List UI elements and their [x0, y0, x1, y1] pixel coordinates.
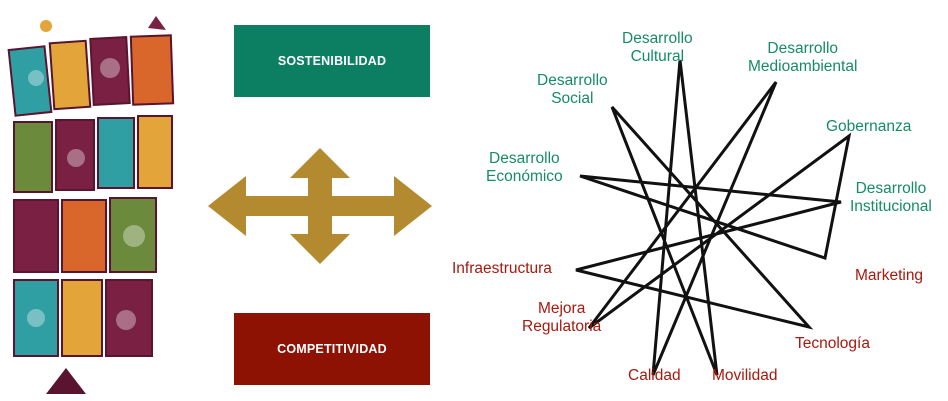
- label-desarrollo-institucional: Desarrollo Institucional: [850, 180, 932, 215]
- label-desarrollo-cultural: Desarrollo Cultural: [622, 30, 693, 65]
- label-marketing: Marketing: [855, 267, 924, 284]
- sostenibilidad-label: SOSTENIBILIDAD: [277, 54, 387, 68]
- competitividad-box: COMPETITIVIDAD: [234, 313, 430, 385]
- label-desarrollo-medioambiental: Desarrollo Medioambiental: [748, 40, 858, 75]
- competitividad-label: COMPETITIVIDAD: [277, 342, 387, 356]
- star-outline: [575, 59, 852, 376]
- label-desarrollo-social: Desarrollo Social: [537, 72, 608, 107]
- label-calidad: Calidad: [628, 367, 681, 384]
- label-tecnologia: Tecnología: [795, 335, 870, 352]
- baja-california-logo: [6, 8, 196, 400]
- baja-california-logo-art: [7, 16, 175, 394]
- label-movilidad: Movilidad: [712, 367, 778, 384]
- sostenibilidad-box: SOSTENIBILIDAD: [234, 25, 430, 97]
- four-way-arrow-icon: [200, 142, 440, 270]
- label-infraestructura: Infraestructura: [452, 260, 552, 277]
- label-mejora-regulatoria: Mejora Regulatoria: [522, 300, 602, 335]
- label-gobernanza: Gobernanza: [826, 118, 912, 135]
- label-desarrollo-economico: Desarrollo Económico: [486, 150, 563, 185]
